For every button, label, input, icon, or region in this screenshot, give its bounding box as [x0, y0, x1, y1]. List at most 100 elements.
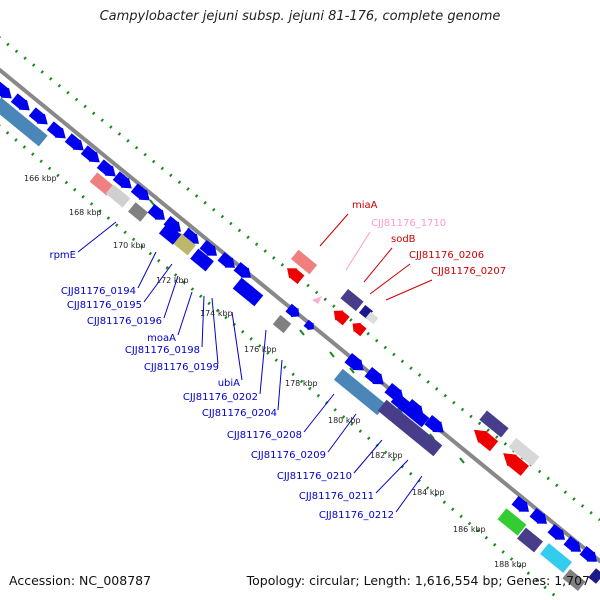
label-leader-lines: [77, 213, 433, 513]
gene-label: CJJ81176_0195: [67, 300, 142, 311]
gene-arrow-forward: [529, 508, 547, 524]
label-leader: [77, 221, 117, 253]
kbp-label: 166 kbp: [24, 174, 57, 183]
kbp-label: 176 kbp: [244, 345, 277, 354]
kbp-tick: [299, 329, 305, 336]
kbp-label: 170 kbp: [113, 241, 146, 250]
kbp-label: 180 kbp: [328, 416, 361, 425]
gene-label: CJJ81176_0207: [431, 266, 506, 277]
kbp-label: 172 kbp: [156, 276, 189, 285]
gene-block-slate: [340, 289, 364, 311]
gene-block-steel: [0, 97, 48, 147]
label-leader: [143, 263, 173, 303]
kbp-labels: 166 kbp 168 kbp 170 kbp 172 kbp 174 kbp 176 k…: [24, 174, 527, 569]
gene-label: CJJ81176_0210: [277, 471, 352, 482]
gene-arrow-reverse: [333, 310, 350, 326]
gene-label: moaA: [147, 333, 176, 344]
gene-block-blue: [232, 277, 264, 307]
label-leader: [303, 393, 335, 433]
gene-arrow-forward: [0, 81, 12, 99]
gene-block-green: [497, 508, 527, 536]
gene-arrow-forward: [96, 159, 116, 177]
gene-label: CJJ81176_0211: [299, 491, 374, 502]
gene-arrow-forward: [112, 171, 132, 189]
kbp-label: 186 kbp: [453, 525, 486, 534]
gene-block-slate: [377, 399, 443, 457]
label-leader: [177, 291, 193, 336]
gene-block-salmon: [290, 249, 318, 275]
gene-block-steel: [333, 368, 387, 416]
gene-features: [0, 81, 600, 591]
gene-label: CJJ81176_0199: [144, 362, 219, 373]
gene-arrow-forward: [303, 319, 314, 331]
gene-arrow-forward: [147, 204, 165, 220]
gene-label: CJJ81176_0209: [251, 450, 326, 461]
gene-arrow-reverse: [503, 453, 529, 476]
gene-block-light: [508, 437, 540, 467]
gene-arrow-forward: [563, 536, 581, 552]
label-leader: [277, 359, 283, 411]
label-leader: [385, 279, 433, 301]
gene-label: rpmE: [49, 250, 76, 261]
gene-label: CJJ81176_0206: [409, 250, 484, 261]
gene-label: CJJ81176_0202: [183, 392, 258, 403]
gene-arrow-forward: [80, 145, 100, 163]
label-leader: [327, 413, 357, 453]
kbp-label: 178 kbp: [285, 379, 318, 388]
gene-label: sodB: [391, 234, 416, 245]
gene-block-salmon: [89, 172, 115, 196]
gene-label: CJJ81176_1710: [371, 218, 446, 229]
label-leader: [395, 475, 423, 513]
label-leader: [319, 213, 349, 247]
gene-label: CJJ81176_0194: [61, 286, 136, 297]
kbp-label: 184 kbp: [412, 488, 445, 497]
kbp-tick: [459, 457, 465, 464]
gene-label: CJJ81176_0208: [227, 430, 302, 441]
gene-arrow-forward: [28, 107, 48, 125]
label-leader: [345, 231, 371, 271]
gene-arrow-forward: [579, 546, 597, 562]
label-leader: [363, 247, 393, 283]
gene-arrow-forward: [217, 252, 235, 268]
gene-arrow-forward: [511, 496, 529, 512]
gene-arrow-forward: [285, 303, 300, 318]
gene-arrow-forward: [46, 121, 66, 139]
gene-label: miaA: [352, 200, 378, 211]
label-leader: [163, 275, 179, 319]
label-leader: [137, 251, 157, 289]
gene-block-gray: [562, 569, 586, 591]
gene-arrow-forward: [233, 262, 251, 278]
gene-arrow-reverse: [287, 268, 305, 284]
kbp-label: 168 kbp: [69, 208, 102, 217]
gene-arrow-forward: [364, 367, 384, 385]
gene-block-blue: [158, 223, 182, 245]
gene-block-light: [365, 311, 379, 325]
gene-block-blue: [190, 248, 214, 272]
kbp-label: 188 kbp: [494, 560, 527, 569]
gene-label: CJJ81176_0198: [125, 345, 200, 356]
gene-block-cyan: [539, 543, 573, 573]
gene-labels: miaA CJJ81176_1710 sodB CJJ81176_0206CJJ811…: [49, 200, 506, 521]
gene-block-gray-light: [105, 184, 131, 208]
gene-block-slate: [479, 410, 509, 438]
kbp-label: 182 kbp: [370, 451, 403, 460]
gene-arrow-forward: [130, 183, 150, 201]
gene-arrow-forward: [10, 93, 30, 111]
gene-arrow-forward: [64, 133, 84, 151]
kbp-tick: [329, 351, 335, 358]
label-leader: [231, 311, 243, 381]
label-leader: [369, 263, 411, 295]
gene-block-blue: [390, 392, 430, 428]
label-leader: [211, 297, 219, 365]
label-leader: [375, 459, 409, 494]
gene-block-gray: [272, 314, 292, 334]
kbp-tick: [349, 367, 355, 374]
gene-arrow-forward: [547, 524, 565, 540]
kbp-tick: [149, 199, 155, 206]
gene-arrow-pink: [312, 296, 322, 304]
gene-block-slate: [517, 527, 543, 553]
gene-block-gray: [128, 202, 148, 222]
gene-arrow-reverse: [352, 322, 367, 337]
kbp-label: 174 kbp: [200, 309, 233, 318]
